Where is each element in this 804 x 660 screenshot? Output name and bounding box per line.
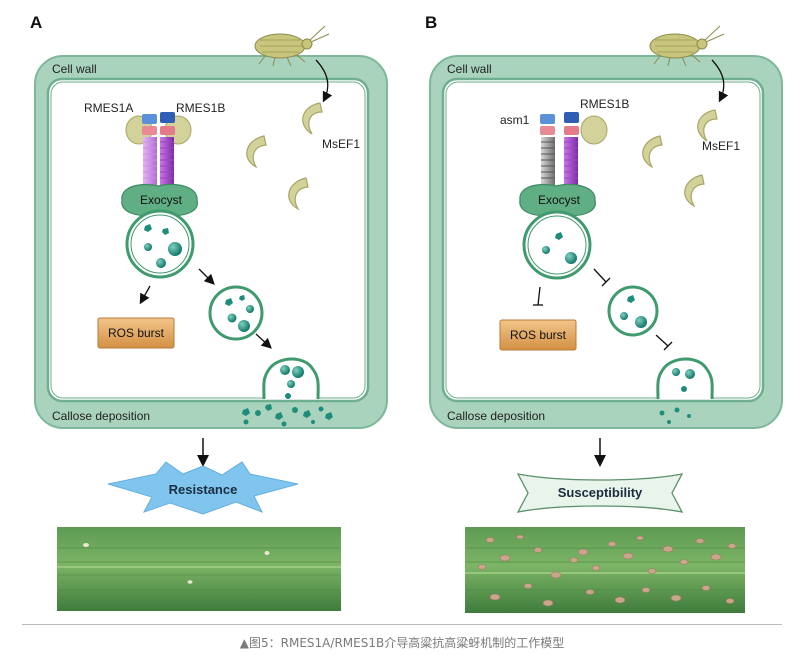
panel-b-fusion-site [656,357,714,400]
panel-b-ros-burst-box [499,319,577,351]
panel-b-ros-label: ROS burst [510,328,567,342]
panel-a-receptor-left-label: RMES1A [84,101,133,115]
panel-b-vesicle-large [522,210,592,280]
panel-b-fusion-cargo [672,368,695,392]
panel-b-susceptibility-banner [516,473,684,513]
panel-b-receptor-left-label: asm1 [500,113,530,127]
panel-a-exocyst-label: Exocyst [140,193,183,207]
panel-b: B Cell wall Callose deposition MsEF1 asm… [425,13,783,613]
figure-caption: ▲图5：RMES1A/RMES1B介导高粱抗高粱蚜机制的工作模型 [239,636,565,650]
panel-a-vesicle-medium [208,285,264,341]
panel-a-leaf-photo [57,527,341,611]
panel-a-aphid-icon [254,25,330,67]
panel-b-vesicle-cargo [542,232,577,264]
panel-a-arrow-to-ros [139,285,151,305]
panel-a-msef1-label: MsEF1 [322,137,360,151]
panel-a-ros-burst-box [97,317,175,349]
panel-a-fusion-cargo [280,365,304,399]
panel-b-vesicle-medium [607,285,659,337]
panel-b-asm1-receptor [540,114,555,185]
panel-a-resistance-burst [107,461,299,515]
panel-b-inhibition-to-ros [533,286,543,306]
panel-a-feeding-arrow [315,59,333,103]
panel-b-letter: B [425,13,437,32]
panel-b-aphid-icon [649,25,725,67]
panel-b-outcome-label: Susceptibility [558,485,643,500]
panel-a-fusion-site [262,357,320,400]
panel-b-leaf-photo [465,527,745,613]
panel-b-exocyst-label: Exocyst [538,193,581,207]
panel-b-msef1-label: MsEF1 [702,139,740,153]
panel-a-callose-deposits [242,404,333,427]
panel-a-vesicle-cargo [144,224,182,268]
panel-b-msef1-proteins [642,109,718,208]
panel-a-msef1-proteins [246,102,323,211]
panel-a-cell-wall-label: Cell wall [52,62,97,76]
panel-b-bound-effector [580,115,608,145]
panel-a-rmes1b-receptor [160,112,175,185]
panel-b-callose-label: Callose deposition [447,409,545,423]
caption-divider [22,624,782,625]
panel-b-feeding-arrow [711,59,729,103]
panel-b-callose-deposits [659,407,691,424]
panel-a-outcome-label: Resistance [169,482,238,497]
panel-a: A Cell wall Callose deposition MsEF1 RME… [30,13,388,611]
panel-b-cell-wall-label: Cell wall [447,62,492,76]
panel-a-arrow-to-fusion [255,333,272,349]
panel-b-inhibition-to-fusion [655,334,673,351]
panel-a-arrow-to-vesicle [198,268,215,285]
panel-a-cytoplasm [46,77,370,403]
panel-a-ros-label: ROS burst [108,326,165,340]
panel-a-vesicle-large [125,209,195,279]
panel-b-vesicle-medium-cargo [620,295,647,328]
panel-b-exocyst [519,183,596,217]
panel-b-rmes1b-receptor [564,112,579,185]
panel-a-callose-label: Callose deposition [52,409,150,423]
panel-a-vesicle-medium-cargo [225,295,254,332]
panel-b-receptor-right-label: RMES1B [580,97,629,111]
panel-a-rmes1a-receptor [142,114,157,185]
panel-a-letter: A [30,13,42,32]
panel-a-receptor-right-label: RMES1B [176,101,225,115]
panel-b-inhibition-to-vesicle [593,268,611,287]
